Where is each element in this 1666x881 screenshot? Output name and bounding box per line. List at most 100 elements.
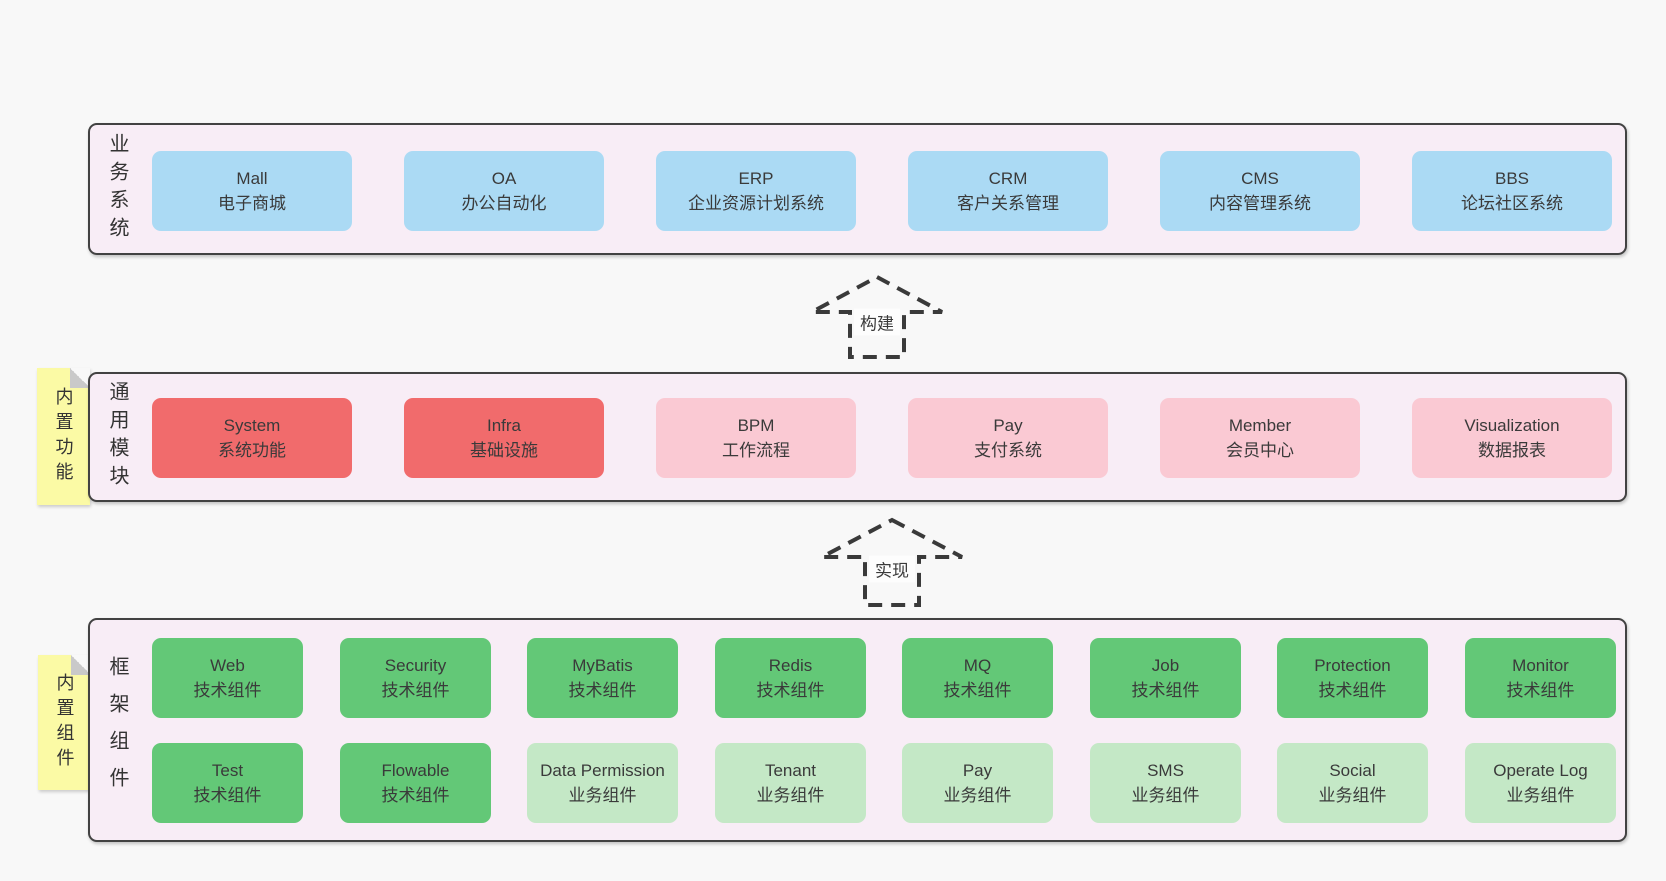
sticky-tab-builtin-features-label: 内置功能 <box>53 386 74 487</box>
card-tenant: Tenant 业务组件 <box>715 743 866 823</box>
card-mq-name: MQ <box>963 656 992 675</box>
card-erp: ERP 企业资源计划系统 <box>656 151 856 231</box>
card-test: Test 技术组件 <box>152 743 303 823</box>
card-bpm-name: BPM <box>737 416 775 435</box>
card-mybatis-name: MyBatis <box>572 656 633 675</box>
folded-corner-icon <box>70 368 90 388</box>
card-mybatis: MyBatis 技术组件 <box>527 638 678 718</box>
card-pay-biz-desc: 业务组件 <box>943 786 1012 805</box>
card-oa: OA 办公自动化 <box>404 151 604 231</box>
card-web-name: Web <box>210 656 245 675</box>
card-operate-log: Operate Log 业务组件 <box>1465 743 1616 823</box>
card-social-name: Social <box>1329 761 1376 780</box>
card-sms-name: SMS <box>1147 761 1184 780</box>
card-social: Social 业务组件 <box>1277 743 1428 823</box>
card-flowable-desc: 技术组件 <box>381 786 450 805</box>
panel-framework-components: 框架组件 Web 技术组件 Security 技术组件 MyBatis 技术组件… <box>88 618 1627 842</box>
card-member-desc: 会员中心 <box>1226 441 1294 460</box>
card-sms: SMS 业务组件 <box>1090 743 1241 823</box>
folded-corner-icon <box>71 655 91 675</box>
card-operate-log-desc: 业务组件 <box>1506 786 1575 805</box>
card-security: Security 技术组件 <box>340 638 491 718</box>
card-mq-desc: 技术组件 <box>943 681 1012 700</box>
card-crm-desc: 客户关系管理 <box>957 194 1059 213</box>
card-data-permission: Data Permission 业务组件 <box>527 743 678 823</box>
card-pay: Pay 支付系统 <box>908 398 1108 478</box>
card-security-name: Security <box>384 656 447 675</box>
arrow-implement-outline <box>821 517 963 607</box>
card-redis-desc: 技术组件 <box>756 681 825 700</box>
card-erp-desc: 企业资源计划系统 <box>688 194 824 213</box>
card-monitor-name: Monitor <box>1512 656 1569 675</box>
card-crm-name: CRM <box>988 169 1028 188</box>
card-data-permission-desc: 业务组件 <box>568 786 637 805</box>
card-operate-log-name: Operate Log <box>1493 761 1588 780</box>
card-cms-desc: 内容管理系统 <box>1209 194 1311 213</box>
card-mall-name: Mall <box>236 169 268 188</box>
card-pay-name: Pay <box>993 416 1023 435</box>
panel-common-modules: 通用模块 System 系统功能 Infra 基础设施 BPM 工作流程 Pay… <box>88 372 1627 502</box>
card-bbs: BBS 论坛社区系统 <box>1412 151 1612 231</box>
card-bpm-desc: 工作流程 <box>722 441 790 460</box>
arrow-build-up-icon: 构建 <box>797 270 957 362</box>
card-crm: CRM 客户关系管理 <box>908 151 1108 231</box>
card-cms-name: CMS <box>1241 169 1279 188</box>
panel-components-label: 框架组件 <box>106 656 128 804</box>
card-test-desc: 技术组件 <box>193 786 262 805</box>
card-bbs-desc: 论坛社区系统 <box>1461 194 1563 213</box>
card-pay-biz: Pay 业务组件 <box>902 743 1053 823</box>
arrow-implement-up-icon: 实现 <box>812 513 972 610</box>
card-system-desc: 系统功能 <box>218 441 286 460</box>
card-bpm: BPM 工作流程 <box>656 398 856 478</box>
card-data-permission-name: Data Permission <box>540 761 665 780</box>
card-bbs-name: BBS <box>1494 169 1530 188</box>
panel-business-label: 业务系统 <box>106 133 128 245</box>
card-protection-desc: 技术组件 <box>1318 681 1387 700</box>
card-member: Member 会员中心 <box>1160 398 1360 478</box>
card-monitor: Monitor 技术组件 <box>1465 638 1616 718</box>
card-mq: MQ 技术组件 <box>902 638 1053 718</box>
card-monitor-desc: 技术组件 <box>1506 681 1575 700</box>
card-mall-desc: 电子商城 <box>218 194 286 213</box>
card-visualization-name: Visualization <box>1464 416 1560 435</box>
arrow-build-outline <box>811 274 943 359</box>
card-job-desc: 技术组件 <box>1131 681 1200 700</box>
card-visualization: Visualization 数据报表 <box>1412 398 1612 478</box>
card-security-desc: 技术组件 <box>381 681 450 700</box>
card-cms: CMS 内容管理系统 <box>1160 151 1360 231</box>
card-infra-name: Infra <box>486 416 522 435</box>
card-system: System 系统功能 <box>152 398 352 478</box>
sticky-tab-builtin-components-label: 内置组件 <box>54 672 75 773</box>
card-infra: Infra 基础设施 <box>404 398 604 478</box>
card-protection-name: Protection <box>1314 656 1391 675</box>
card-test-name: Test <box>211 761 244 780</box>
card-tenant-name: Tenant <box>764 761 817 780</box>
card-oa-desc: 办公自动化 <box>461 194 547 213</box>
sticky-tab-builtin-features: 内置功能 <box>37 368 90 505</box>
card-web: Web 技术组件 <box>152 638 303 718</box>
card-visualization-desc: 数据报表 <box>1478 441 1546 460</box>
card-tenant-desc: 业务组件 <box>756 786 825 805</box>
card-infra-desc: 基础设施 <box>470 441 538 460</box>
card-erp-name: ERP <box>738 169 774 188</box>
card-job-name: Job <box>1151 656 1180 675</box>
card-social-desc: 业务组件 <box>1318 786 1387 805</box>
arrow-implement-label: 实现 <box>869 555 915 583</box>
card-protection: Protection 技术组件 <box>1277 638 1428 718</box>
card-oa-name: OA <box>491 169 517 188</box>
card-redis: Redis 技术组件 <box>715 638 866 718</box>
card-mybatis-desc: 技术组件 <box>568 681 637 700</box>
panel-modules-label: 通用模块 <box>106 381 128 493</box>
card-redis-name: Redis <box>768 656 813 675</box>
card-job: Job 技术组件 <box>1090 638 1241 718</box>
card-mall: Mall 电子商城 <box>152 151 352 231</box>
sticky-tab-builtin-components: 内置组件 <box>38 655 91 790</box>
card-system-name: System <box>223 416 281 435</box>
card-web-desc: 技术组件 <box>193 681 262 700</box>
card-flowable: Flowable 技术组件 <box>340 743 491 823</box>
panel-business-systems: 业务系统 Mall 电子商城 OA 办公自动化 ERP 企业资源计划系统 CRM… <box>88 123 1627 255</box>
arrow-build-label: 构建 <box>854 308 900 336</box>
card-sms-desc: 业务组件 <box>1131 786 1200 805</box>
card-flowable-name: Flowable <box>381 761 450 780</box>
card-member-name: Member <box>1228 416 1292 435</box>
